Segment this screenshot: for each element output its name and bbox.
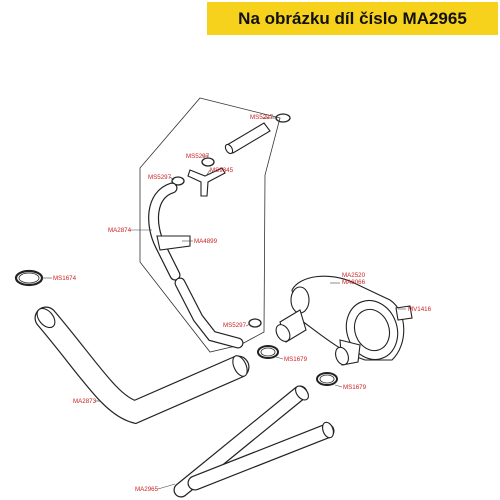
short-hose-top: [224, 122, 271, 155]
y-hose-ma2965: [173, 385, 335, 498]
part-number-banner: Na obrázku díl číslo MA2965: [207, 2, 498, 35]
label-ma8066: MA8066: [342, 279, 366, 286]
label-ms1679-b: MS1679: [343, 384, 367, 391]
label-ma2873: MA2873: [73, 398, 97, 405]
label-ms5297-mid: MS5297: [186, 153, 210, 160]
label-ms1674: MS1674: [53, 275, 77, 282]
hose-clamp-mid: [201, 157, 215, 167]
hose-clamp-ms1679-a: [257, 345, 279, 359]
label-mv1416: MV1416: [408, 306, 432, 313]
label-ms9345: MS9345: [210, 167, 234, 174]
label-ma2874: MA2874: [108, 227, 132, 234]
label-ms5297-bottom: MS5297: [223, 322, 247, 329]
label-ms5297-top: MS5297: [250, 114, 274, 121]
hose-clamp-bottom: [248, 318, 262, 328]
leader-lines: [42, 117, 406, 490]
label-ms5297-left: MS5297: [148, 174, 172, 181]
breather-hose-long: [148, 182, 244, 349]
hose-clamp-ms1679-b: [316, 372, 338, 386]
label-ms1679-a: MS1679: [284, 356, 308, 363]
label-ma2965: MA2965: [135, 486, 159, 493]
hose-clamp-left: [171, 176, 185, 186]
elbow-hose-large: [34, 306, 250, 425]
oil-separator-housing: [275, 275, 413, 366]
banner-text: Na obrázku díl číslo MA2965: [238, 8, 467, 28]
hose-clamp-top: [275, 113, 291, 123]
hose-clamp-ms1674: [14, 269, 44, 287]
t-piece-connector: [187, 167, 226, 197]
label-ma4899: MA4899: [194, 238, 218, 245]
label-ma2520: MA2520: [342, 272, 366, 279]
